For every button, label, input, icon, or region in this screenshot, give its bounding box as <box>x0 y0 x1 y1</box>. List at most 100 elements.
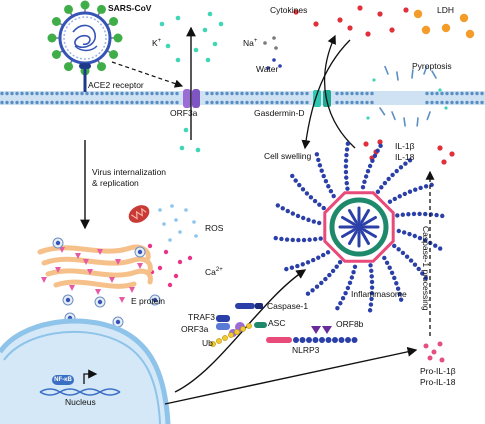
lipid-head <box>255 91 259 96</box>
inflammasome-icon <box>273 141 445 313</box>
lipid-head <box>50 91 54 96</box>
inflammasome-lrr-bead <box>319 168 324 173</box>
inflammasome-lrr-bead <box>347 280 353 285</box>
ros-particle <box>192 220 196 224</box>
lipid-head <box>300 100 304 105</box>
lipid-head <box>455 100 459 105</box>
lipid-head <box>300 91 304 96</box>
ca-label: Ca2+ <box>205 266 223 277</box>
interleukin <box>449 151 455 157</box>
lipid-head <box>145 100 149 105</box>
lipid-head <box>100 91 104 96</box>
lipid-head <box>450 91 454 96</box>
nlrp3-lrr-bead <box>345 337 351 343</box>
inflammasome-lrr-bead <box>308 195 314 200</box>
lipid-head <box>250 91 254 96</box>
inflammasome-lrr-bead <box>295 263 300 269</box>
lipid-head <box>80 91 84 96</box>
lipid-head <box>295 91 299 96</box>
lipid-head <box>75 100 79 105</box>
inflammasome-lrr-bead <box>392 196 397 202</box>
lipid-head <box>35 100 39 105</box>
inflammasome-lrr-bead <box>368 302 374 307</box>
pro-il-dots <box>423 341 445 363</box>
lipid-head <box>25 100 29 105</box>
nlrp3-lrr-bead <box>325 337 332 343</box>
e-protein <box>109 277 115 283</box>
inflammasome-lrr-bead <box>273 235 278 241</box>
virus-label: SARS-CoV <box>108 3 152 13</box>
ion-influx-arrow <box>301 39 351 150</box>
inflammasome-lrr-bead <box>279 236 284 242</box>
lipid-head <box>175 100 179 105</box>
ubiquitin <box>228 332 234 338</box>
inflammasome-lrr-bead <box>319 280 324 286</box>
virus-to-orf3a-arrow <box>111 61 184 88</box>
lipid-head <box>290 100 294 105</box>
nucleus-icon <box>0 318 171 424</box>
inflammasome-lrr-bead <box>344 152 349 158</box>
lipid-head <box>145 91 149 96</box>
e-protein <box>75 253 81 259</box>
lipid-head <box>425 91 429 96</box>
lipid-head <box>215 91 219 96</box>
lipid-head <box>360 100 364 105</box>
cytokine <box>337 17 343 23</box>
membrane-fragment <box>431 70 437 79</box>
inflammasome-lrr-bead <box>343 169 349 175</box>
inflammasome-lrr-bead <box>375 189 381 194</box>
inflammasome-spoke <box>360 209 370 224</box>
water-molecule <box>278 64 282 68</box>
calcium-ion <box>167 282 173 288</box>
virion-core <box>97 299 103 305</box>
e-protein-label: E protein <box>131 296 166 306</box>
ldh-label: LDH <box>437 5 455 15</box>
lipid-head <box>275 91 279 96</box>
cytokine <box>347 25 353 31</box>
inflammasome-lrr-bead <box>344 147 350 152</box>
lipid-head <box>230 100 234 105</box>
lipid-head <box>90 91 94 96</box>
lipid-head <box>70 91 74 96</box>
ros-particle <box>194 234 198 238</box>
lipid-head <box>280 100 284 105</box>
inflammasome-lrr-bead <box>340 296 346 301</box>
lipid-head <box>65 100 69 105</box>
inflammasome-lrr-bead <box>343 290 348 296</box>
inflammasome-lrr-bead <box>392 275 397 281</box>
lipid-head <box>155 100 159 105</box>
nlrp3-lrr-bead <box>338 337 345 343</box>
lipid-head <box>125 91 129 96</box>
inflammasome-lrr-bead <box>290 237 295 243</box>
lipid-head <box>10 91 14 96</box>
inflammasome-lrr-bead <box>330 268 336 274</box>
lipid-head <box>270 100 274 105</box>
lipid-head <box>40 91 44 96</box>
lipid-head <box>435 91 439 96</box>
virion-core <box>65 297 71 303</box>
inflammasome-lrr-bead <box>316 157 321 163</box>
lipid-head <box>470 100 474 105</box>
ldh-dots <box>413 9 475 39</box>
lipid-head <box>10 100 14 105</box>
inflammasome-lrr-bead <box>400 212 406 217</box>
inflammasome-lrr-bead <box>290 211 296 216</box>
inflammasome-lrr-bead <box>437 246 443 251</box>
lipid-head <box>95 91 99 96</box>
sodium-ion <box>272 36 276 40</box>
lipid-head <box>15 91 19 96</box>
inflammasome-lrr-bead <box>394 281 399 286</box>
lipid-head <box>160 91 164 96</box>
inflammasome-lrr-bead <box>284 266 289 272</box>
lipid-head <box>110 100 114 105</box>
lipid-head <box>140 100 144 105</box>
e-protein <box>95 289 101 295</box>
inflammasome-lrr-bead <box>312 237 318 242</box>
inflammasome-lrr-bead <box>398 297 404 302</box>
lipid-head <box>430 91 434 96</box>
internalization-label-line2: & replication <box>92 178 139 188</box>
sodium-ion <box>263 41 267 45</box>
ubiquitin <box>216 338 222 344</box>
lipid-head <box>275 100 279 105</box>
cytokine-dots <box>293 5 409 37</box>
